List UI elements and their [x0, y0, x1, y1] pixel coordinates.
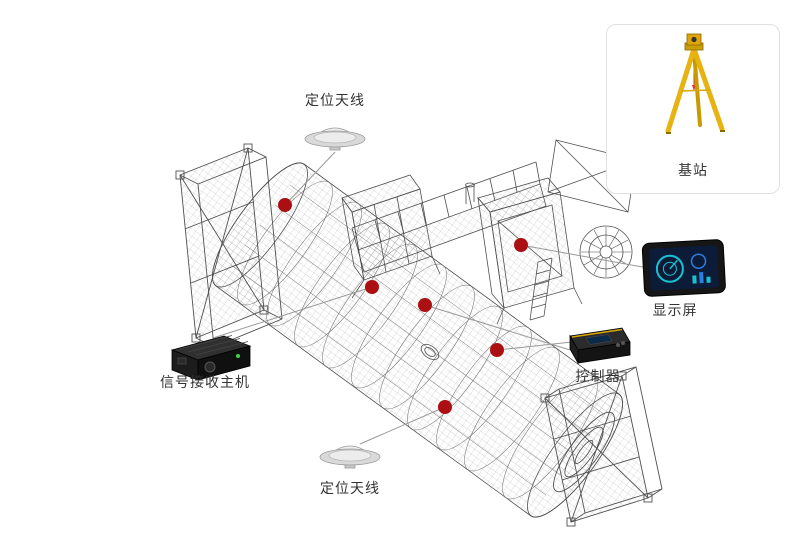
base-station-panel: 基站 — [606, 24, 780, 194]
red-marker-dot — [365, 280, 379, 294]
left-end-frame — [175, 143, 283, 348]
controller-box-icon — [560, 322, 634, 371]
antenna-top-label: 定位天线 — [305, 92, 365, 108]
gnss-dome-antenna-icon — [300, 118, 370, 159]
leader-display — [520, 244, 649, 269]
red-marker-dot — [490, 343, 504, 357]
leader-receiver — [212, 286, 373, 339]
leader-controller-a — [496, 341, 573, 351]
leader-lines — [212, 151, 649, 445]
leader-controller-b — [424, 304, 571, 351]
red-marker-dot — [438, 400, 452, 414]
red-marker-dot — [514, 238, 528, 252]
display-label: 显示屏 — [652, 302, 698, 318]
marker-dots — [278, 198, 528, 414]
gnss-dome-antenna-icon — [315, 436, 385, 477]
crane-structure — [341, 139, 637, 325]
base-station-label: 基站 — [678, 162, 708, 179]
surveying-tripod-icon — [644, 33, 744, 150]
antenna-bottom-label: 定位天线 — [320, 480, 380, 496]
red-marker-dot — [418, 298, 432, 312]
leader-antenna-top — [284, 151, 336, 206]
right-end-frame — [540, 366, 663, 527]
receiver-label: 信号接收主机 — [160, 374, 250, 390]
leader-antenna-bottom — [359, 406, 446, 445]
dashboard-screen-icon — [640, 238, 727, 303]
controller-label: 控制器 — [575, 368, 621, 384]
tank-wireframe — [211, 162, 624, 518]
receiver-unit-icon — [168, 330, 254, 387]
red-marker-dot — [278, 198, 292, 212]
